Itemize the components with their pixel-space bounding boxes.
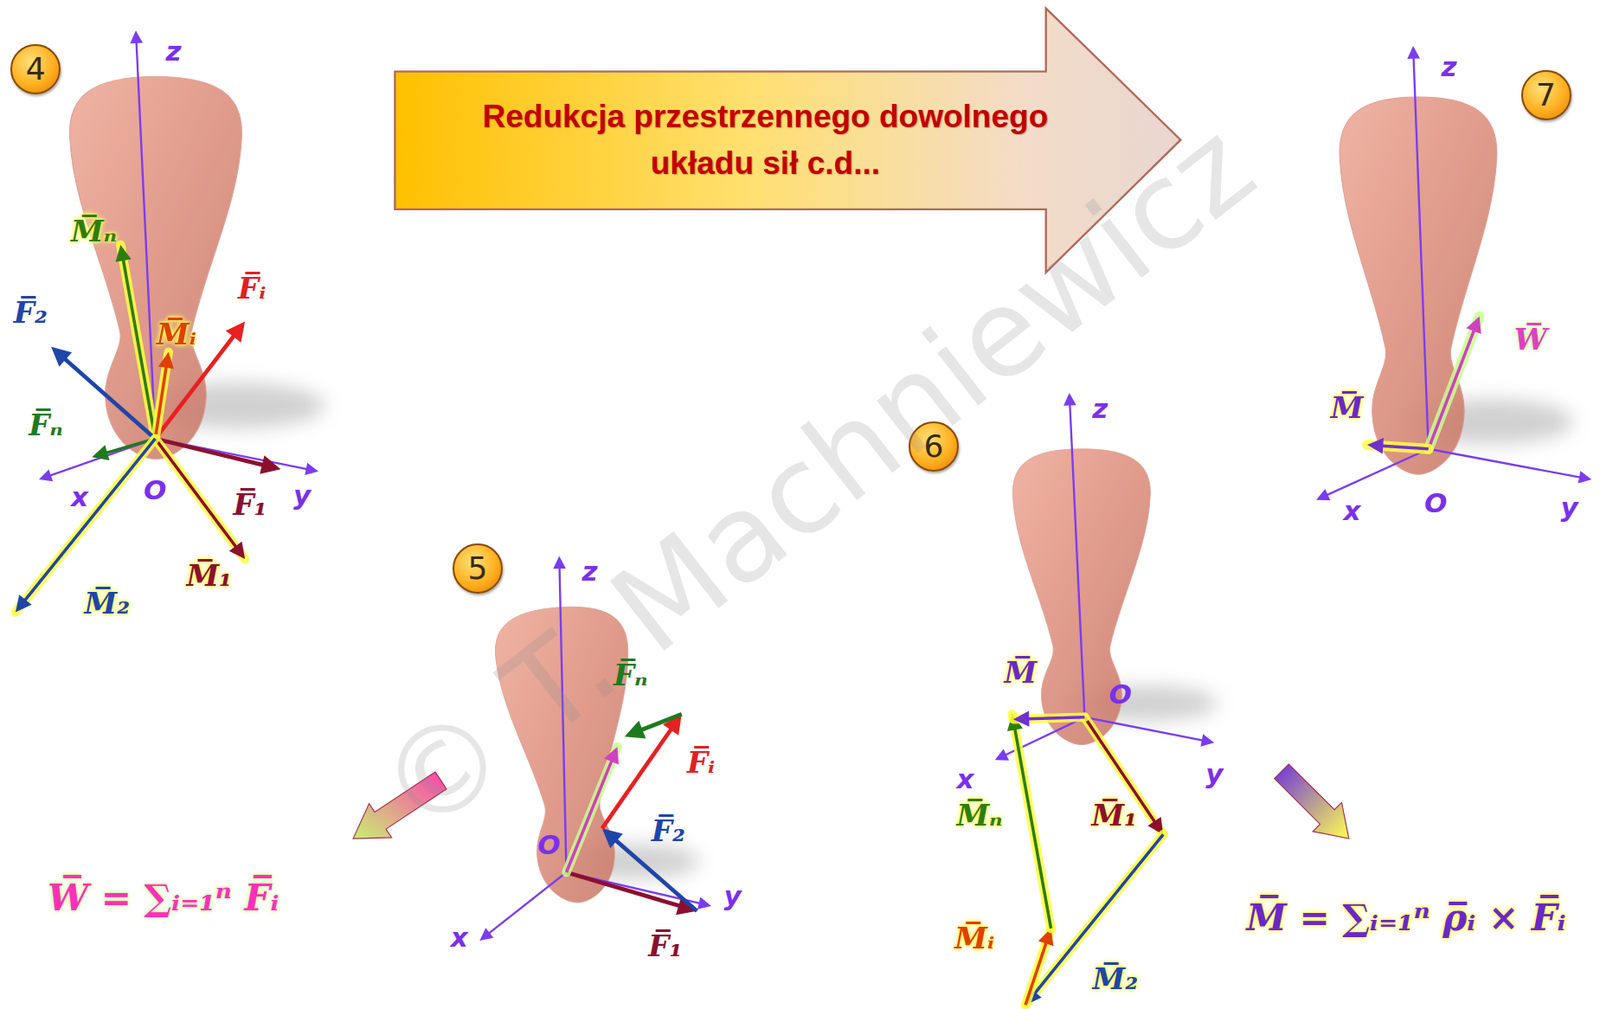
vector-label: F̅₂: [13, 296, 48, 329]
axis-label: x: [70, 481, 89, 512]
vector-label: M̅ₙ: [70, 215, 117, 248]
vector-label: F̅₁: [232, 488, 267, 521]
vector-arrow: [51, 346, 155, 439]
axis-label: z: [1092, 393, 1108, 424]
vector-label: M̅: [1330, 391, 1364, 425]
vector-arrow: [1013, 710, 1086, 727]
axis-label: z: [1440, 51, 1457, 82]
axis-label: y: [1561, 492, 1579, 522]
vector-label: F̅ᵢ: [237, 272, 266, 305]
callout-number: 7: [1521, 70, 1572, 121]
vector-arrow: [624, 713, 682, 739]
watermark: © T. Machniewicz: [354, 98, 1278, 861]
vector-arrow: [1007, 713, 1052, 929]
vector-label: M̅ᵢ: [156, 318, 197, 351]
axis-label: O: [537, 829, 560, 860]
vector-arrow: [1407, 45, 1428, 450]
rigid-body: [70, 76, 243, 459]
pointer-arrow: [1274, 764, 1350, 839]
vector-arrow: [1084, 717, 1164, 836]
vector-label: F̅₂: [651, 815, 686, 848]
axis-label: x: [450, 921, 469, 952]
axis-label: O: [1424, 488, 1447, 518]
axis-label: y: [1205, 758, 1223, 789]
callout-number: 4: [10, 44, 61, 95]
axis-label: y: [724, 880, 742, 911]
formula: W̅ = ∑ᵢ₌₁ⁿ F̅ᵢ: [47, 878, 280, 919]
formula: M̅ = ∑ᵢ₌₁ⁿ ρ̅ᵢ × F̅ᵢ: [1246, 898, 1566, 939]
vector-label: M̅₂: [84, 587, 131, 620]
title-text: Redukcja przestrzennego dowolnego układu…: [479, 93, 1051, 187]
vector-arrow: [1428, 449, 1593, 484]
rigid-body: [1012, 449, 1151, 746]
vector-arrow: [479, 872, 566, 941]
vector-arrow: [15, 438, 156, 612]
vector-arrow: [995, 717, 1086, 761]
vector-label: F̅₁: [648, 931, 682, 964]
vector-arrow: [154, 352, 174, 439]
vector-label: F̅ₙ: [28, 409, 64, 442]
callout-number: 5: [452, 543, 503, 594]
vector-arrow: [1428, 315, 1482, 449]
vector-label: M̅ᵢ: [954, 922, 995, 955]
vector-arrow: [154, 438, 245, 560]
vector-label: M̅₂: [1092, 963, 1139, 996]
vector-label: F̅ᵢ: [687, 746, 715, 779]
vector-label: M̅ₙ: [956, 800, 1003, 833]
vector-arrow: [1063, 392, 1085, 718]
vector-arrow: [1367, 437, 1429, 454]
axis-label: x: [957, 764, 975, 794]
vector-arrow: [1025, 928, 1054, 1005]
vector-label: W̅: [1514, 323, 1548, 356]
vector-arrow: [566, 746, 620, 873]
axis-label: O: [143, 475, 167, 505]
axis-label: x: [1342, 495, 1361, 526]
vector-arrow: [1316, 449, 1429, 502]
callout-number-text: 7: [1535, 79, 1556, 111]
callout-number-text: 5: [467, 552, 488, 585]
axis-label: z: [165, 36, 181, 66]
axis-label: O: [1109, 679, 1132, 709]
vector-arrow: [602, 713, 682, 829]
callout-number-text: 4: [25, 53, 46, 85]
axis-label: y: [293, 480, 311, 510]
vector-label: M̅₁: [1091, 800, 1138, 833]
vector-label: M̅₁: [186, 560, 232, 593]
vector-label: M̅: [1003, 657, 1037, 690]
